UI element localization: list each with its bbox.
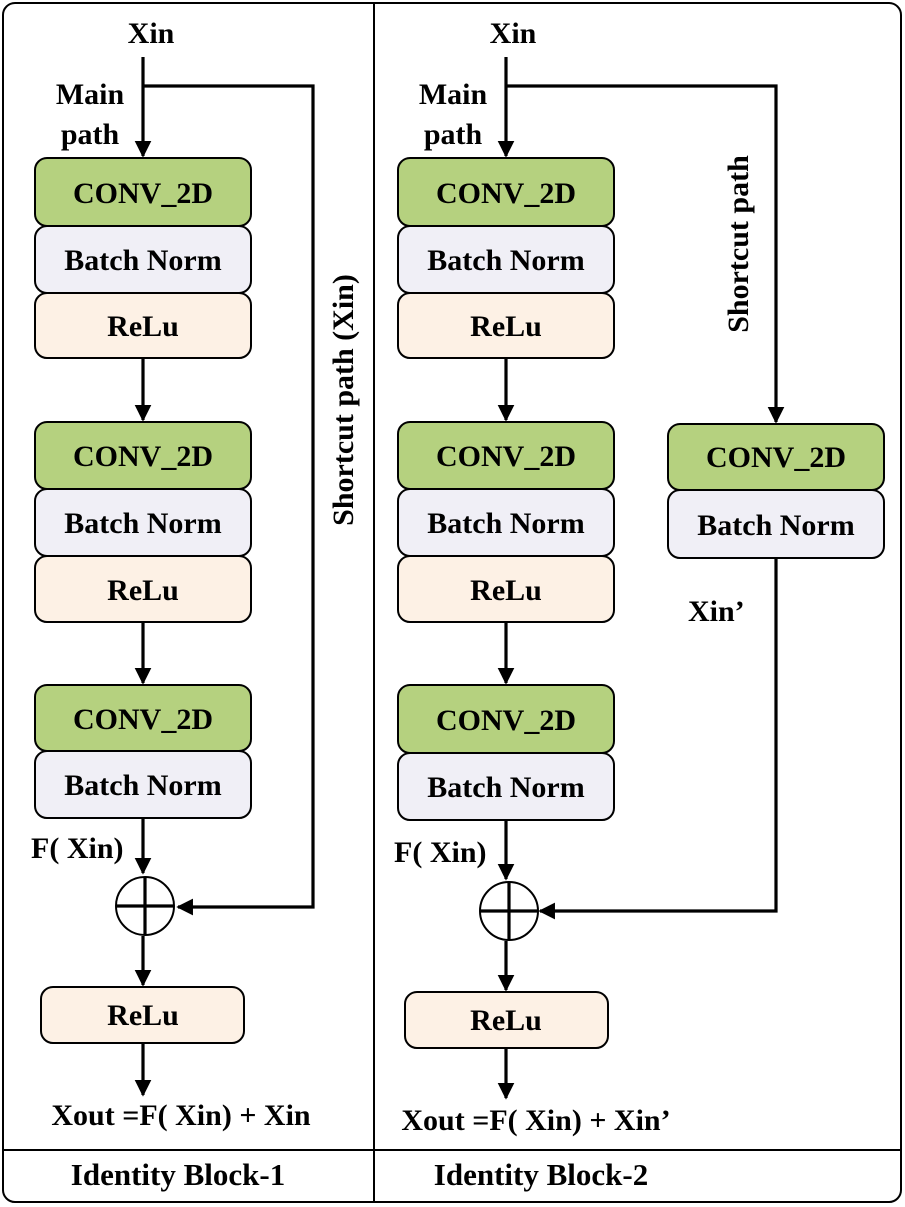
block2-main-path-label-line2: path	[424, 118, 483, 151]
block1-f-label: F( Xin)	[31, 832, 124, 865]
block2-stage3: CONV_2D Batch Norm	[397, 684, 615, 821]
block1-stage1-relu-label: ReLu	[107, 310, 179, 343]
block2-final-relu-label: ReLu	[470, 1004, 542, 1037]
block2-input-label: Xin	[490, 17, 537, 50]
block1-main-path-label-line1: Main	[56, 78, 125, 111]
block1-stage2-bn-label: Batch Norm	[64, 507, 221, 540]
block2-title: Identity Block-2	[434, 1157, 648, 1192]
block2-stage2-bn-label: Batch Norm	[427, 507, 584, 540]
identity-block-1: Xin Main path Shortcut path (Xin) CONV_2…	[31, 17, 360, 1192]
identity-block-2: Xin Main path Shortcut path CONV_2D Batc…	[394, 17, 885, 1192]
block2-f-label: F( Xin)	[394, 836, 487, 869]
block2-final-relu-box	[404, 991, 609, 1049]
block1-final-relu-label: ReLu	[107, 999, 179, 1032]
block1-stage3: CONV_2D Batch Norm	[34, 684, 252, 819]
block2-stage2-conv-box	[397, 421, 615, 490]
block2-stage2-relu-label: ReLu	[470, 574, 542, 607]
block2-stage2-conv-label: CONV_2D	[436, 440, 576, 473]
block2-stage1-bn-label: Batch Norm	[427, 244, 584, 277]
block1-stage3-bn-label: Batch Norm	[64, 769, 221, 802]
block1-stage3-conv-box	[34, 684, 252, 752]
block2-sum-node	[479, 881, 539, 941]
block1-stage1-conv-box	[34, 157, 252, 227]
block2-stage3-conv-box	[397, 684, 615, 754]
block1-output-label: Xout =F( Xin) + Xin	[51, 1099, 311, 1132]
block1-shortcut-wire	[143, 84, 315, 916]
block1-input-label: Xin	[128, 17, 175, 50]
block2-stage3-conv-label: CONV_2D	[436, 704, 576, 737]
block2-shortcut-conv-box	[667, 423, 885, 491]
block2-shortcut-stage: CONV_2D Batch Norm	[667, 423, 885, 559]
block1-title: Identity Block-1	[71, 1157, 285, 1192]
block1-stage2-relu-label: ReLu	[107, 574, 179, 607]
block1-main-path-label-line2: path	[61, 118, 120, 151]
block1-stage2-conv-label: CONV_2D	[73, 440, 213, 473]
block2-stage1-relu-label: ReLu	[470, 310, 542, 343]
block2-shortcut-wire-out	[538, 558, 778, 920]
block1-sum-node	[115, 876, 175, 936]
block2-stage2: CONV_2D Batch Norm ReLu	[397, 421, 615, 623]
block1-stage1-conv-label: CONV_2D	[73, 177, 213, 210]
block2-output-label: Xout =F( Xin) + Xin’	[401, 1104, 670, 1137]
block1-stage2-conv-box	[34, 421, 252, 490]
block2-shortcut-bn-label: Batch Norm	[697, 509, 854, 542]
block1-stage1: CONV_2D Batch Norm ReLu	[34, 157, 252, 359]
block1-shortcut-label: Shortcut path (Xin)	[327, 274, 360, 526]
block1-stage3-conv-label: CONV_2D	[73, 703, 213, 736]
block2-shortcut-conv-label: CONV_2D	[706, 441, 846, 474]
block2-stage1-conv-label: CONV_2D	[436, 177, 576, 210]
block1-stage2: CONV_2D Batch Norm ReLu	[34, 421, 252, 623]
block2-shortcut-out-label: Xin’	[688, 595, 745, 628]
block2-shortcut-wire-in	[506, 84, 785, 424]
block1-stage1-bn-label: Batch Norm	[64, 244, 221, 277]
block2-stage3-bn-label: Batch Norm	[427, 771, 584, 804]
block1-final-relu-box	[40, 986, 245, 1044]
block2-stage1: CONV_2D Batch Norm ReLu	[397, 157, 615, 359]
block2-shortcut-label: Shortcut path	[722, 155, 755, 333]
block2-stage1-conv-box	[397, 157, 615, 227]
block2-main-path-label-line1: Main	[419, 78, 488, 111]
